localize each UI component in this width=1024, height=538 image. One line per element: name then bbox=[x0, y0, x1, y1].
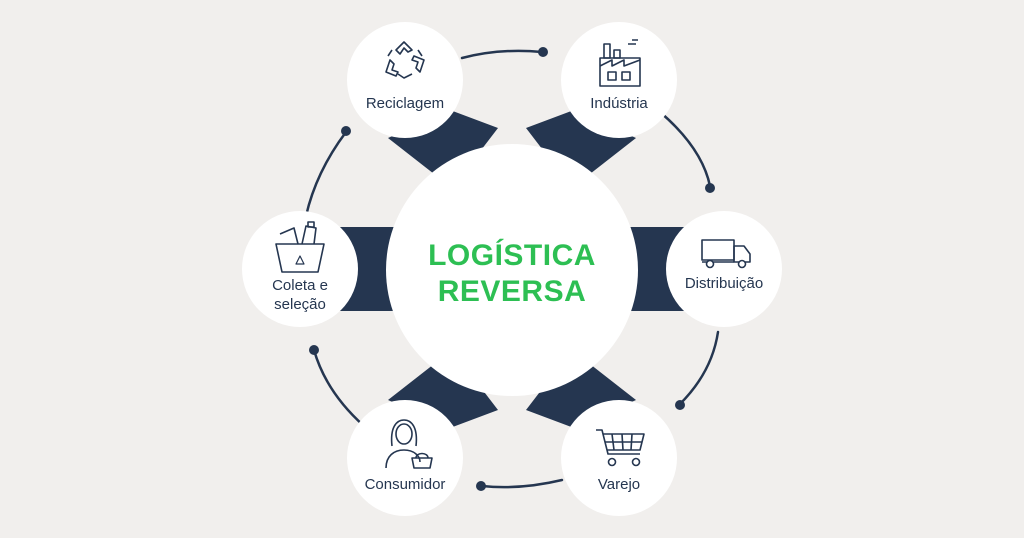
center-title: LOGÍSTICA REVERSA bbox=[412, 238, 612, 310]
dot bbox=[309, 345, 319, 355]
label-varejo: Varejo bbox=[597, 476, 641, 493]
node-circles bbox=[242, 22, 782, 516]
cycle-arrows bbox=[304, 49, 720, 489]
truck-icon bbox=[701, 239, 751, 269]
shopper-icon bbox=[385, 419, 433, 469]
dot bbox=[705, 183, 715, 193]
label-industria: Indústria bbox=[590, 95, 648, 112]
arc-reciclagem-industria bbox=[460, 49, 544, 60]
cycle-arrow-dots bbox=[309, 47, 715, 491]
arc-varejo-consumidor bbox=[480, 478, 564, 489]
factory-icon bbox=[599, 39, 641, 87]
label-coleta-line2: seleção bbox=[274, 296, 326, 313]
center-title-line2: REVERSA bbox=[437, 275, 587, 308]
dot bbox=[675, 400, 685, 410]
center-circle bbox=[386, 144, 638, 396]
center-title-line1: LOGÍSTICA bbox=[428, 239, 596, 272]
arc-distribuicao-varejo bbox=[678, 330, 720, 406]
node-circle-reciclagem bbox=[347, 22, 463, 138]
node-circle-varejo bbox=[561, 400, 677, 516]
recycle-icon bbox=[385, 41, 425, 79]
label-distribuicao: Distribuição bbox=[684, 275, 764, 292]
label-coleta-line1: Coleta e bbox=[272, 277, 328, 294]
node-circle-coleta bbox=[242, 211, 358, 327]
dot bbox=[538, 47, 548, 57]
label-reciclagem: Reciclagem bbox=[365, 95, 445, 112]
arc-consumidor-coleta bbox=[312, 348, 366, 428]
arc-coleta-reciclagem bbox=[304, 130, 348, 218]
label-coleta: Coleta e seleção bbox=[240, 276, 360, 314]
node-circle-consumidor bbox=[347, 400, 463, 516]
arc-industria-distribuicao bbox=[658, 110, 712, 188]
recycling-bin-icon bbox=[275, 221, 325, 273]
dot bbox=[341, 126, 351, 136]
shopping-cart-icon bbox=[596, 429, 645, 467]
dot bbox=[476, 481, 486, 491]
node-circle-industria bbox=[561, 22, 677, 138]
label-consumidor: Consumidor bbox=[364, 476, 446, 493]
node-circle-distribuicao bbox=[666, 211, 782, 327]
